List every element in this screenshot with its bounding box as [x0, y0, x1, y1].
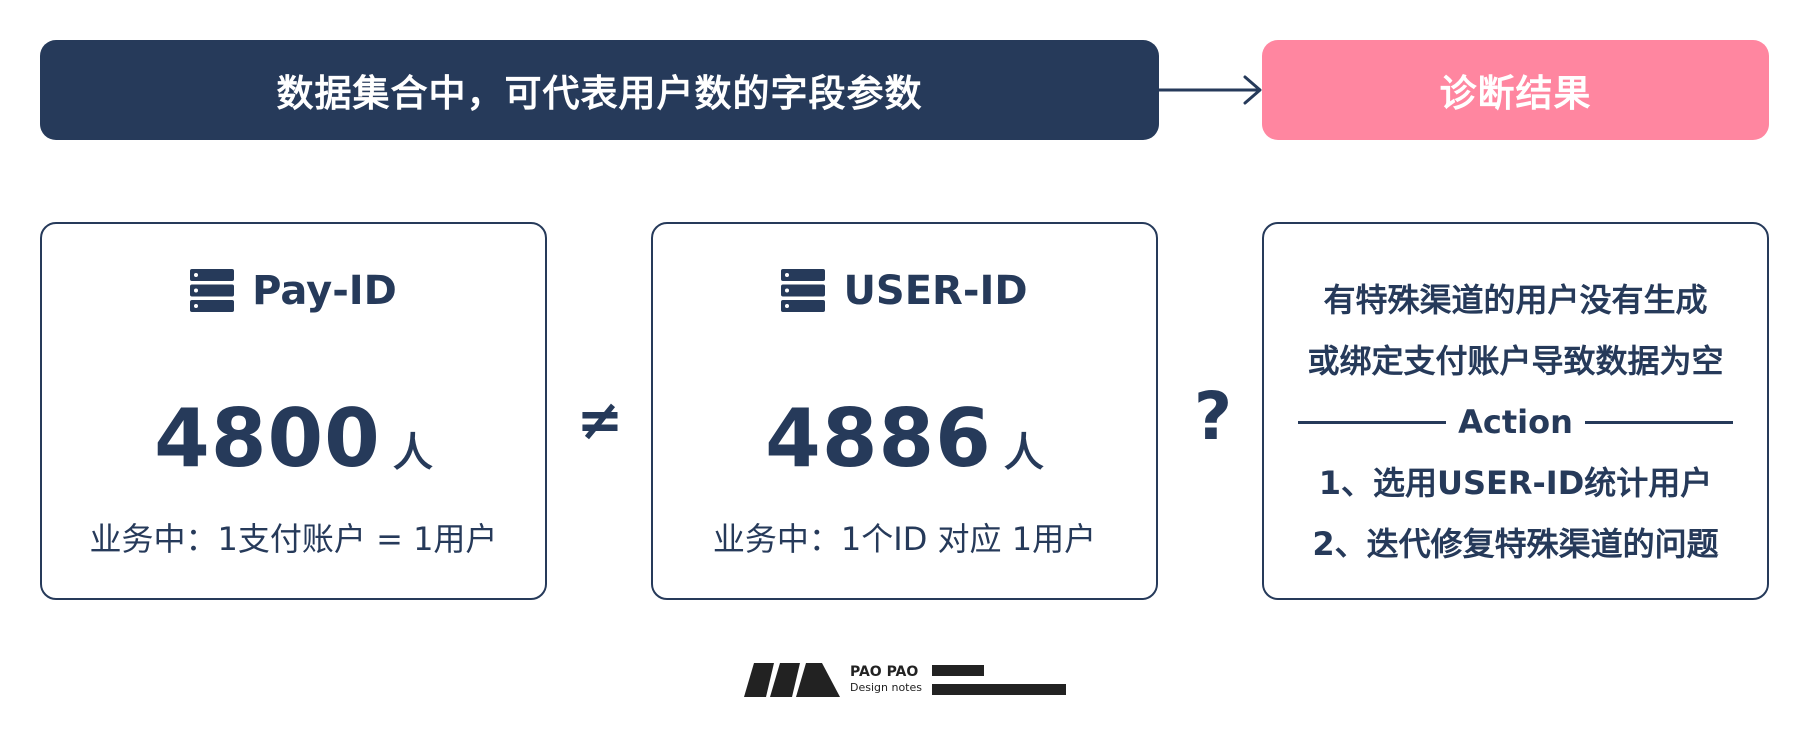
action-label: Action — [1458, 403, 1573, 441]
brand-name: PAO PAO — [850, 664, 919, 680]
pay-id-note: 业务中：1支付账户 = 1用户 — [89, 520, 498, 558]
brand-logo: PAO PAO Design notes — [744, 660, 1066, 700]
question-mark-symbol: ? — [1193, 378, 1233, 455]
arrow-right-icon — [1159, 75, 1262, 105]
action-step-1: 1、选用USER-ID统计用户 — [1318, 464, 1713, 502]
not-equal-symbol: ≠ — [576, 388, 624, 453]
user-id-card-header: USER-ID — [653, 268, 1156, 314]
brand-bars — [932, 665, 1066, 695]
fields-banner-title: 数据集合中，可代表用户数的字段参数 — [276, 72, 923, 115]
diagnosis-text: 有特殊渠道的用户没有生成 或绑定支付账户导致数据为空 Action 1、选用US… — [1264, 270, 1767, 575]
diagnosis-line-1: 有特殊渠道的用户没有生成 — [1323, 281, 1708, 319]
action-divider: Action — [1264, 392, 1767, 453]
brand-mark-icon — [744, 663, 840, 697]
pay-id-count: 4800 — [154, 392, 381, 485]
user-id-note: 业务中：1个ID 对应 1用户 — [712, 520, 1097, 558]
pay-id-unit: 人 — [392, 430, 433, 476]
database-icon — [190, 269, 235, 312]
action-step-2: 2、迭代修复特殊渠道的问题 — [1312, 525, 1719, 563]
user-id-title: USER-ID — [843, 268, 1028, 314]
fields-banner: 数据集合中，可代表用户数的字段参数 — [40, 40, 1159, 140]
divider-line — [1584, 421, 1733, 424]
pay-id-title: Pay-ID — [252, 268, 397, 314]
brand-text: PAO PAO Design notes — [850, 664, 922, 696]
user-id-unit: 人 — [1003, 430, 1044, 476]
divider-line — [1298, 421, 1447, 424]
pay-id-card-header: Pay-ID — [42, 268, 545, 314]
diagnosis-banner: 诊断结果 — [1262, 40, 1769, 140]
diagnosis-card: 有特殊渠道的用户没有生成 或绑定支付账户导致数据为空 Action 1、选用US… — [1262, 222, 1769, 600]
brand-bar-long — [932, 684, 1066, 695]
brand-subtitle: Design notes — [850, 681, 922, 694]
user-id-count: 4886 — [765, 392, 992, 485]
diagnosis-banner-title: 诊断结果 — [1439, 72, 1592, 115]
database-icon — [781, 269, 826, 312]
brand-bar-short — [932, 665, 984, 676]
diagnosis-line-2: 或绑定支付账户导致数据为空 — [1307, 342, 1724, 380]
